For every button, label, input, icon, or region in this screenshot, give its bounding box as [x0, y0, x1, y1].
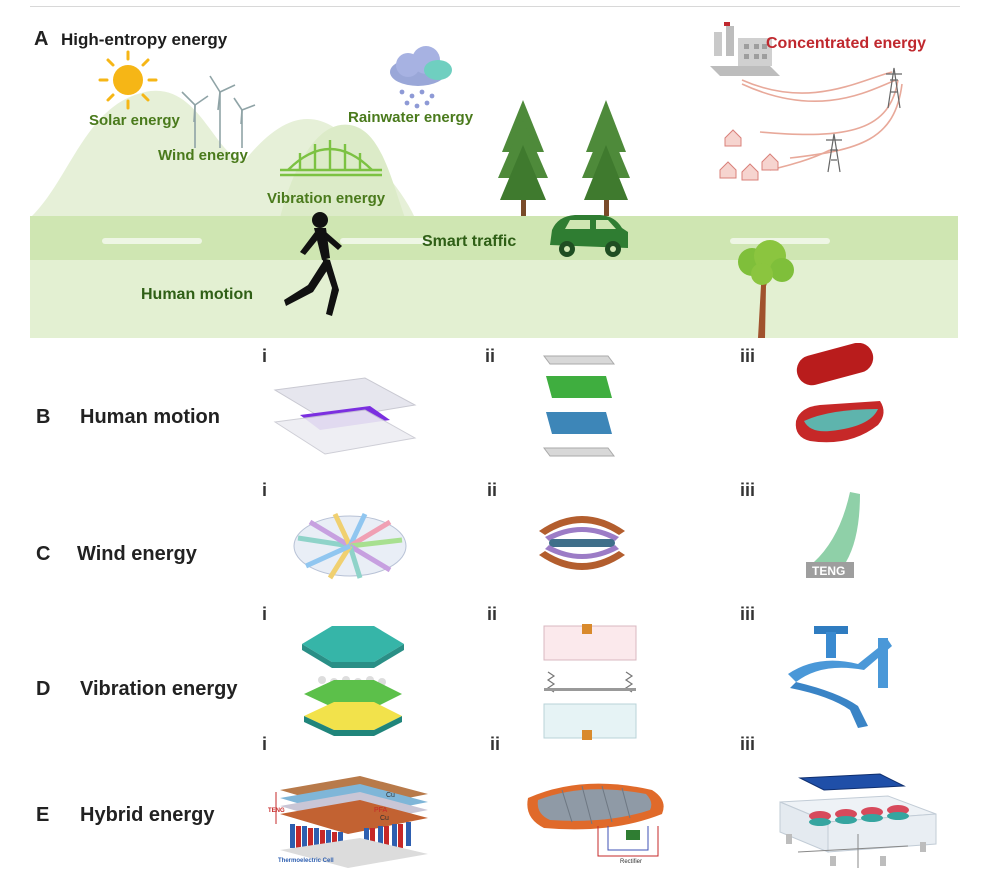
flutter-flag-teng-illustration: TENG [806, 492, 860, 578]
roman-label: ii [485, 346, 496, 366]
bridge-icon [280, 140, 382, 177]
pine-tree-icon [498, 100, 548, 216]
boxed-array-hybrid-illustration [779, 773, 937, 868]
folded-strip-teng-illustration [788, 626, 892, 728]
roman-label: i [262, 480, 268, 500]
rain-cloud-icon [390, 46, 452, 109]
panel-a-title: High-entropy energy [61, 30, 228, 49]
wind-turbine-icon [181, 75, 256, 148]
ground [30, 260, 958, 338]
row-e-title: Hybrid energy [80, 804, 215, 826]
roman-label: iii [740, 346, 756, 366]
row-c-letter: C [36, 543, 51, 565]
capsule-teng-illustration [795, 343, 884, 443]
concentrated-energy-label: Concentrated energy [766, 35, 927, 52]
vibration-energy-label: Vibration energy [267, 190, 386, 207]
teng-text: TENG [812, 564, 845, 578]
layered-film-teng-illustration [273, 377, 417, 455]
row-d-title: Vibration energy [80, 678, 238, 700]
human-motion-label: Human motion [141, 286, 253, 303]
roman-label: ii [487, 480, 498, 500]
stacked-fabric-teng-illustration [543, 355, 615, 457]
top-divider [30, 6, 960, 7]
car-icon [550, 215, 628, 257]
curved-pad-hybrid-illustration: Rectifier [527, 783, 664, 865]
sun-icon [98, 50, 158, 110]
roman-label: i [262, 734, 268, 754]
row-e-letter: E [36, 804, 50, 826]
pfa-text: PFA [374, 807, 388, 814]
row-b-letter: B [36, 406, 51, 428]
thermoelectric-cell-text: Thermoelectric Cell [278, 858, 334, 864]
road-dash [730, 238, 830, 244]
house-icon [719, 129, 779, 181]
roman-label: ii [490, 734, 501, 754]
teng-text: TENG [268, 808, 285, 814]
row-d-letter: D [36, 678, 51, 700]
roman-label: iii [740, 480, 756, 500]
arched-film-teng-illustration [539, 516, 625, 570]
power-lines [741, 71, 903, 171]
wind-energy-label: Wind energy [158, 147, 248, 164]
cu-text: Cu [380, 815, 389, 822]
scene-background [30, 22, 958, 338]
panel-a-scene: A High-entropy energy Solar energy Wind … [30, 10, 958, 338]
row-c-title: Wind energy [77, 543, 197, 565]
road-dash [102, 238, 202, 244]
pine-tree-icon [582, 100, 630, 216]
rotary-disk-teng-illustration [293, 512, 407, 580]
teng-thermoelectric-hybrid-illustration: TENG Cu PFA Cu Thermoelectric Cell [268, 776, 428, 868]
hexagonal-sandwich-teng-illustration [302, 626, 404, 736]
road-dash [340, 238, 430, 244]
power-plant-icon [710, 22, 780, 76]
panel-a-letter: A [34, 28, 49, 50]
runner-icon [284, 212, 342, 316]
roman-label: i [262, 604, 268, 624]
roman-label: i [262, 346, 268, 366]
hill-small [280, 124, 405, 218]
power-tower-icon [826, 67, 902, 173]
roman-label: ii [487, 604, 498, 624]
roman-label: iii [740, 604, 756, 624]
rectifier-text: Rectifier [620, 859, 642, 865]
tree-icon [738, 240, 794, 338]
smart-traffic-label: Smart traffic [422, 233, 517, 250]
row-b-title: Human motion [80, 406, 220, 428]
roman-label: iii [740, 734, 756, 754]
solar-energy-label: Solar energy [89, 112, 180, 129]
rainwater-energy-label: Rainwater energy [348, 109, 474, 126]
cu-text: Cu [386, 792, 395, 799]
spring-plate-teng-illustration [543, 624, 637, 740]
